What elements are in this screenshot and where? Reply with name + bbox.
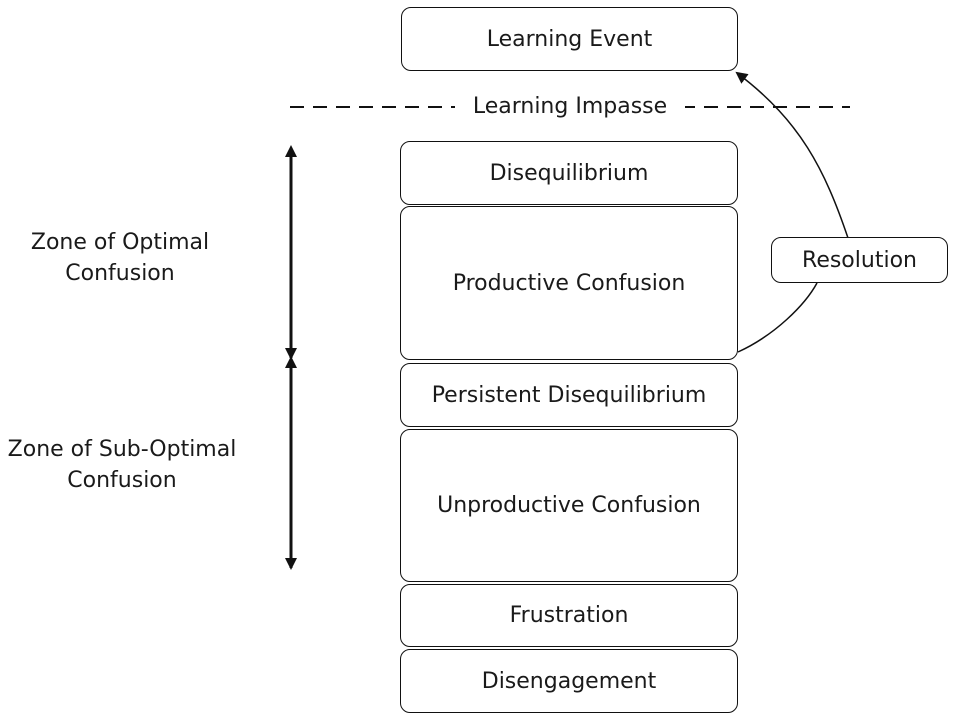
learning-impasse-label: Learning Impasse — [455, 94, 685, 119]
optimal-zone-label: Zone of Optimal Confusion — [10, 227, 230, 289]
persistent-disequilibrium-box: Persistent Disequilibrium — [400, 363, 738, 427]
learning-event-box: Learning Event — [401, 7, 738, 71]
frustration-box: Frustration — [400, 584, 738, 647]
resolution-label: Resolution — [802, 247, 917, 273]
unproductive-confusion-label: Unproductive Confusion — [437, 493, 701, 518]
sub-optimal-zone-label: Zone of Sub-Optimal Confusion — [0, 434, 244, 496]
disengagement-box: Disengagement — [400, 649, 738, 713]
persistent-disequilibrium-label: Persistent Disequilibrium — [431, 382, 707, 408]
unproductive-confusion-box: Unproductive Confusion — [400, 429, 738, 582]
sub-optimal-zone-label-line1: Zone of Sub-Optimal — [7, 437, 237, 462]
learning-event-label: Learning Event — [486, 26, 653, 52]
disequilibrium-label: Disequilibrium — [489, 160, 649, 186]
resolution-curve-lower — [737, 282, 818, 353]
frustration-label: Frustration — [509, 603, 629, 628]
optimal-zone-label-line1: Zone of Optimal — [30, 230, 210, 255]
productive-confusion-box: Productive Confusion — [400, 206, 738, 360]
resolution-box: Resolution — [771, 237, 948, 283]
optimal-zone-label-line2: Confusion — [65, 261, 175, 286]
resolution-arrow — [735, 71, 849, 239]
productive-confusion-label: Productive Confusion — [452, 270, 686, 296]
disengagement-label: Disengagement — [481, 668, 657, 694]
sub-optimal-zone-label-line2: Confusion — [67, 468, 177, 493]
disequilibrium-box: Disequilibrium — [400, 141, 738, 205]
